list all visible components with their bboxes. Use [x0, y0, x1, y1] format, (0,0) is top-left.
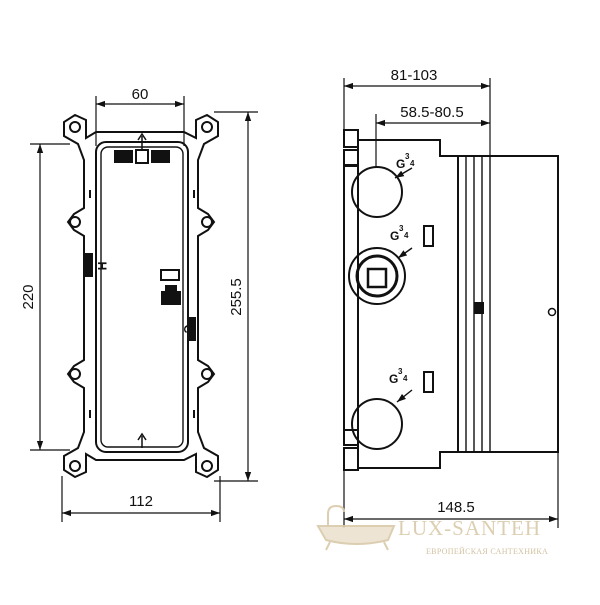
watermark-subtitle: ЕВРОПЕЙСКАЯ САНТЕХНИКА	[426, 547, 548, 556]
mount-hole	[69, 460, 81, 472]
upper-port	[351, 166, 403, 218]
dim-side-install-depth: 58.5-80.5	[400, 104, 463, 121]
mount-hole	[201, 368, 213, 380]
svg-text:4: 4	[403, 374, 408, 383]
top-slot-center	[135, 149, 149, 164]
dim-side-bottom-depth: 148.5	[437, 499, 475, 516]
hot-side-mark	[85, 253, 93, 277]
dim-front-total-height: 255.5	[228, 278, 245, 316]
cold-label: C	[181, 325, 195, 334]
front-dimensions	[30, 96, 258, 522]
side-flange	[343, 129, 359, 471]
top-slot	[151, 150, 170, 163]
mount-hole	[69, 121, 81, 133]
center-marker	[160, 269, 180, 281]
cold-side-mark	[188, 317, 196, 341]
watermark: LUX-SANTEH ЕВРОПЕЙСКАЯ САНТЕХНИКА	[316, 504, 548, 556]
thread-label-middle: G 3 4	[390, 224, 409, 243]
top-slot	[114, 150, 133, 163]
dim-front-height: 220	[20, 284, 37, 309]
svg-text:G: G	[390, 229, 399, 243]
side-sleeve	[457, 155, 559, 453]
side-tab	[423, 225, 434, 247]
dim-front-top-width: 60	[132, 86, 149, 103]
front-plate-outline	[63, 113, 219, 479]
center-valve-inner	[355, 254, 399, 298]
mount-hole	[69, 216, 81, 228]
svg-text:3: 3	[399, 224, 404, 233]
center-valve-key	[366, 267, 388, 289]
mount-hole	[69, 368, 81, 380]
lower-port	[351, 398, 403, 450]
side-tab	[423, 371, 434, 393]
side-view	[343, 129, 559, 471]
svg-text:3: 3	[405, 152, 410, 161]
svg-text:G: G	[396, 157, 405, 171]
bathtub-logo	[316, 504, 396, 551]
sleeve-screw	[547, 307, 557, 317]
mount-hole	[201, 121, 213, 133]
mount-hole	[201, 216, 213, 228]
mount-hole	[201, 460, 213, 472]
svg-text:4: 4	[410, 159, 415, 168]
thread-label-lower: G 3 4	[389, 367, 408, 386]
svg-text:3: 3	[398, 367, 403, 376]
hot-label: H	[95, 262, 109, 271]
dim-front-bottom-width: 112	[129, 493, 153, 510]
svg-text:G: G	[389, 372, 398, 386]
center-valve-outer	[348, 247, 406, 305]
dim-side-total-depth: 81-103	[391, 67, 438, 84]
svg-text:4: 4	[404, 231, 409, 240]
thread-label-upper: G 3 4	[396, 152, 415, 171]
side-dimensions	[343, 78, 559, 528]
watermark-brand: LUX-SANTEH	[398, 516, 541, 540]
front-view	[63, 113, 219, 479]
